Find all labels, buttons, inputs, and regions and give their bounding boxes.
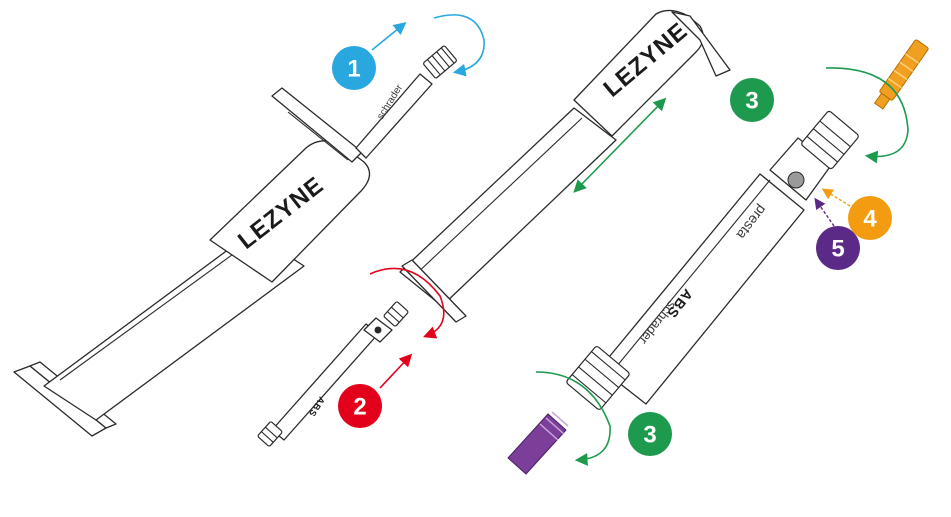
right-pump-head: [671, 11, 731, 77]
pointer-arrow-icon: [371, 21, 407, 51]
purple-hose-cap: [507, 413, 567, 475]
left-pump-chuck: [423, 45, 457, 79]
step-badge-5: 5: [816, 226, 860, 270]
step-badge-1: 1: [332, 46, 376, 90]
left-pump-hose: [355, 73, 433, 159]
svg-text:3: 3: [745, 88, 758, 115]
rotate-arrow-icon: [535, 371, 611, 466]
rotate-arrow-icon: [433, 14, 485, 77]
rotate-arrow-icon: [825, 67, 909, 164]
left-pump: LEZYNE schrader: [13, 45, 457, 437]
svg-text:3: 3: [643, 422, 656, 449]
left-pump-sleeve: [209, 140, 371, 283]
svg-text:5: 5: [831, 236, 844, 263]
svg-text:1: 1: [347, 56, 360, 83]
right-pump-barrel: [399, 107, 617, 307]
svg-text:4: 4: [863, 206, 877, 233]
step-badge-3-top: 3: [730, 78, 774, 122]
double-arrow-icon: [573, 97, 667, 193]
step-badge-3-bottom: 3: [628, 412, 672, 456]
step-badge-2: 2: [338, 384, 382, 428]
small-hose: ABS: [257, 301, 409, 447]
pointer-arrow-icon: [821, 188, 851, 207]
left-pump-barrel: [43, 231, 305, 421]
rotate-arrow-icon: [369, 267, 445, 339]
large-hose-top-chuck: [801, 110, 859, 170]
presta-adapter: [873, 39, 929, 110]
pointer-arrow-icon: [379, 353, 413, 389]
large-hose-bottom-chuck: [566, 346, 630, 410]
svg-text:2: 2: [353, 394, 366, 421]
pointer-arrow-icon: [814, 197, 835, 227]
large-hose: ABS presta schrader: [566, 110, 859, 410]
step-badge-4: 4: [848, 196, 892, 240]
